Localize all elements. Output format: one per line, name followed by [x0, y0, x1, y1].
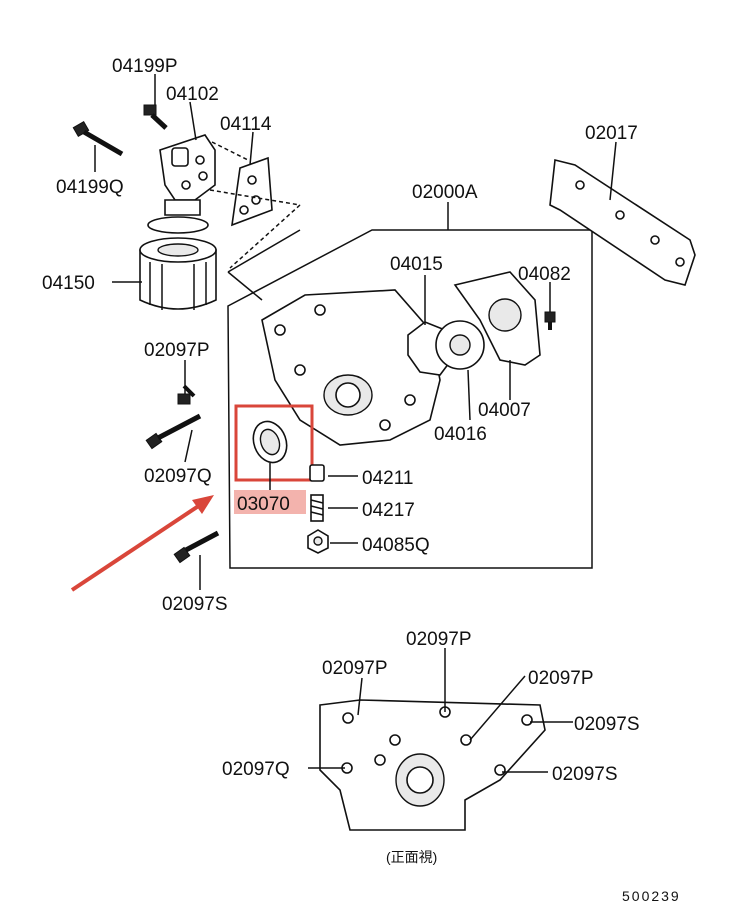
pump-cover-02017-drawing — [549, 159, 696, 286]
spring-04217-drawing — [310, 494, 324, 522]
gear-04016-drawing — [435, 320, 485, 370]
leader-lines — [94, 74, 617, 773]
label-02097P-upper-left: 02097P — [322, 658, 388, 679]
plate-04007-drawing — [453, 271, 541, 366]
front-view-drawing — [319, 699, 546, 831]
gasket-drawing — [231, 156, 273, 227]
label-04016: 04016 — [434, 424, 487, 445]
label-02097P-top: 02097P — [406, 629, 472, 650]
leader-line — [211, 141, 249, 161]
leader-line — [209, 189, 301, 206]
label-02097P-right: 02097P — [528, 668, 594, 689]
oil-filter-drawing — [139, 216, 217, 310]
label-04199P: 04199P — [112, 56, 178, 77]
view-caption: (正面視) — [386, 849, 437, 865]
label-04102: 04102 — [166, 84, 219, 105]
label-02097S-right-upper: 02097S — [574, 714, 640, 735]
leader-line — [227, 229, 301, 273]
label-04211: 04211 — [362, 468, 413, 489]
leader-line — [227, 271, 263, 301]
label-04015: 04015 — [390, 254, 443, 275]
label-02097Q-bottom: 02097Q — [222, 759, 290, 780]
label-04085Q: 04085Q — [362, 535, 430, 556]
oil-pump-body-drawing — [261, 289, 441, 446]
bolt-04082-drawing — [544, 311, 556, 330]
label-02000A: 02000A — [412, 182, 478, 203]
plunger-04211-drawing — [309, 464, 325, 482]
bolt-02097Q-drawing — [145, 413, 202, 450]
plug-04085Q-drawing — [307, 529, 329, 554]
pointer-arrow — [70, 495, 214, 592]
label-04114: 04114 — [220, 114, 272, 135]
highlight-label-bg-03070 — [234, 490, 306, 514]
assembly-frame — [227, 229, 593, 569]
highlight-box-03070 — [234, 404, 314, 482]
label-02017: 02017 — [585, 123, 638, 144]
bolt-04199P-drawing — [143, 104, 168, 130]
bolt-02097S-drawing — [173, 530, 220, 564]
oil-seal-03070-drawing — [252, 420, 288, 464]
bolt-04199Q-drawing — [72, 120, 124, 157]
label-02097P-left: 02097P — [144, 340, 210, 361]
label-04199Q: 04199Q — [56, 177, 124, 198]
label-04082: 04082 — [518, 264, 571, 285]
label-02097S-right-lower: 02097S — [552, 764, 618, 785]
label-04217: 04217 — [362, 500, 415, 521]
leader-line — [229, 204, 301, 269]
label-04150: 04150 — [42, 273, 95, 294]
label-04007: 04007 — [478, 400, 531, 421]
bolt-02097P-drawing — [177, 384, 196, 405]
diagram-code: 500239 — [622, 888, 681, 904]
label-02097Q-left: 02097Q — [144, 466, 212, 487]
label-02097S-left: 02097S — [162, 594, 228, 615]
filter-bracket-drawing — [159, 134, 216, 216]
label-03070: 03070 — [237, 494, 290, 515]
